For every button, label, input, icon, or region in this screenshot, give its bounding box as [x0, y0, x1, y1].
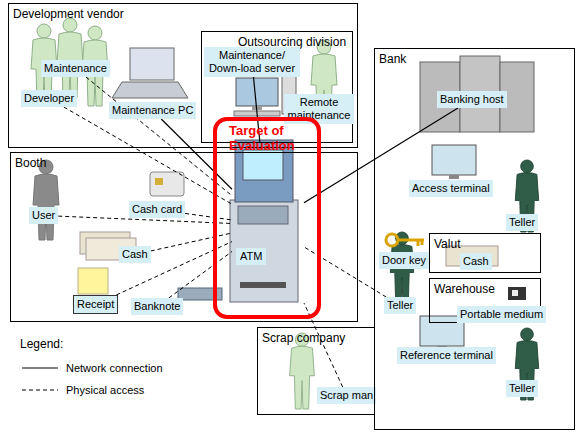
legend-line — [22, 367, 58, 368]
terminal-stand — [449, 175, 459, 179]
group-box: WarehousePortable medium — [429, 278, 541, 323]
node-label: Maintenance PC — [112, 104, 193, 116]
group-box: ValutCash — [429, 233, 541, 273]
item-label: Banknote — [131, 298, 183, 315]
node-label: Reference terminal — [400, 349, 493, 361]
physical-access-line — [86, 77, 232, 196]
group-heading: Target of Evaluation — [229, 123, 313, 153]
receipt-paper — [78, 268, 108, 294]
node-label: Maintenance — [44, 62, 107, 74]
item-label: Portable medium — [457, 306, 546, 323]
door-key-shaft — [398, 240, 424, 246]
evaluation-target: Target of EvaluationATM — [213, 117, 321, 319]
atm-node: ATM — [232, 142, 304, 308]
portable-medium-label — [512, 290, 518, 296]
node-label: Portable medium — [460, 308, 543, 320]
atm-keypad — [238, 206, 288, 224]
node-label: Developer — [24, 92, 74, 104]
node-label: User — [32, 209, 55, 221]
laptop-base — [112, 82, 188, 98]
legend-heading: Legend: — [20, 337, 63, 351]
group-box: BankBanking hostAccess terminalTellerDoo… — [374, 48, 575, 430]
actor-label: Maintenance — [41, 60, 110, 77]
atm-screen — [243, 150, 283, 180]
legend-row: Physical access — [20, 379, 163, 401]
actor-label: Scrap man — [317, 387, 376, 404]
legend-sample — [20, 363, 60, 373]
item-label: Receipt — [73, 295, 118, 314]
item-label: Cash card — [129, 201, 185, 218]
node-label: Teller — [509, 216, 535, 228]
node-label: Maintenance/ Down-load server — [209, 49, 295, 74]
physical-access-line — [64, 107, 232, 204]
legend-row: Network connection — [20, 357, 163, 379]
node-label: Banking host — [440, 93, 504, 105]
legend-text: Physical access — [66, 384, 144, 396]
actor-label: Teller — [506, 214, 538, 231]
group-heading: Scrap company — [262, 331, 345, 345]
node-label: Teller — [387, 299, 413, 311]
node-label: Cash — [463, 255, 489, 267]
group-heading: Development vendor — [13, 7, 124, 21]
item-label: Cash — [460, 253, 492, 270]
legend-sample — [20, 385, 60, 395]
device-label: Banking host — [437, 91, 507, 108]
group-box: Scrap companyScrap man — [257, 327, 375, 415]
actor-label: Developer — [21, 90, 77, 107]
device-label: Reference terminal — [397, 347, 496, 364]
node-label: Banknote — [134, 300, 180, 312]
atm-body — [230, 200, 298, 302]
group-heading: Booth — [15, 156, 46, 170]
node-label: Receipt — [77, 298, 114, 310]
item-label: Cash — [119, 246, 151, 263]
node-label: Teller — [509, 382, 535, 394]
user-figure — [33, 160, 59, 240]
group-heading: Warehouse — [434, 282, 495, 296]
group-box: Development vendorDeveloperMaintenanceMa… — [8, 3, 358, 148]
legend-text: Network connection — [66, 362, 163, 374]
physical-access-line — [169, 251, 232, 298]
legend: Network connectionPhysical access — [20, 357, 163, 401]
device-label: Access terminal — [409, 180, 493, 197]
maintenance-figure — [57, 18, 83, 98]
node-label: ATM — [236, 248, 266, 265]
portable-medium-shape — [508, 287, 526, 300]
network-line — [161, 119, 232, 189]
atm-slot — [240, 282, 286, 288]
node-label: Door key — [382, 254, 426, 266]
node-label: Cash card — [132, 203, 182, 215]
cash-card-shape — [150, 172, 184, 196]
group-heading: Bank — [379, 52, 406, 66]
node-label: Scrap man — [320, 389, 373, 401]
physical-access-line — [151, 233, 232, 251]
server-monitor — [236, 78, 278, 106]
node-label: Access terminal — [412, 182, 490, 194]
legend-line — [22, 389, 58, 390]
physical-access-line — [185, 213, 232, 220]
item-label: Door key — [379, 252, 429, 269]
door-key-ring — [386, 234, 398, 246]
group-heading: Valut — [434, 237, 460, 251]
node-label: Cash — [122, 248, 148, 260]
device-label: Maintenance PC — [109, 102, 196, 119]
card-chip — [155, 178, 163, 185]
actor-label: Teller — [384, 297, 416, 314]
actor-label: User — [29, 207, 58, 224]
terminal-monitor — [432, 145, 476, 175]
group-box: BoothUser Cash cardCashReceipt Banknote — [10, 152, 358, 322]
actor-label: Teller — [506, 380, 538, 397]
laptop-screen — [130, 48, 174, 80]
device-label: Maintenance/ Down-load server — [204, 47, 300, 77]
